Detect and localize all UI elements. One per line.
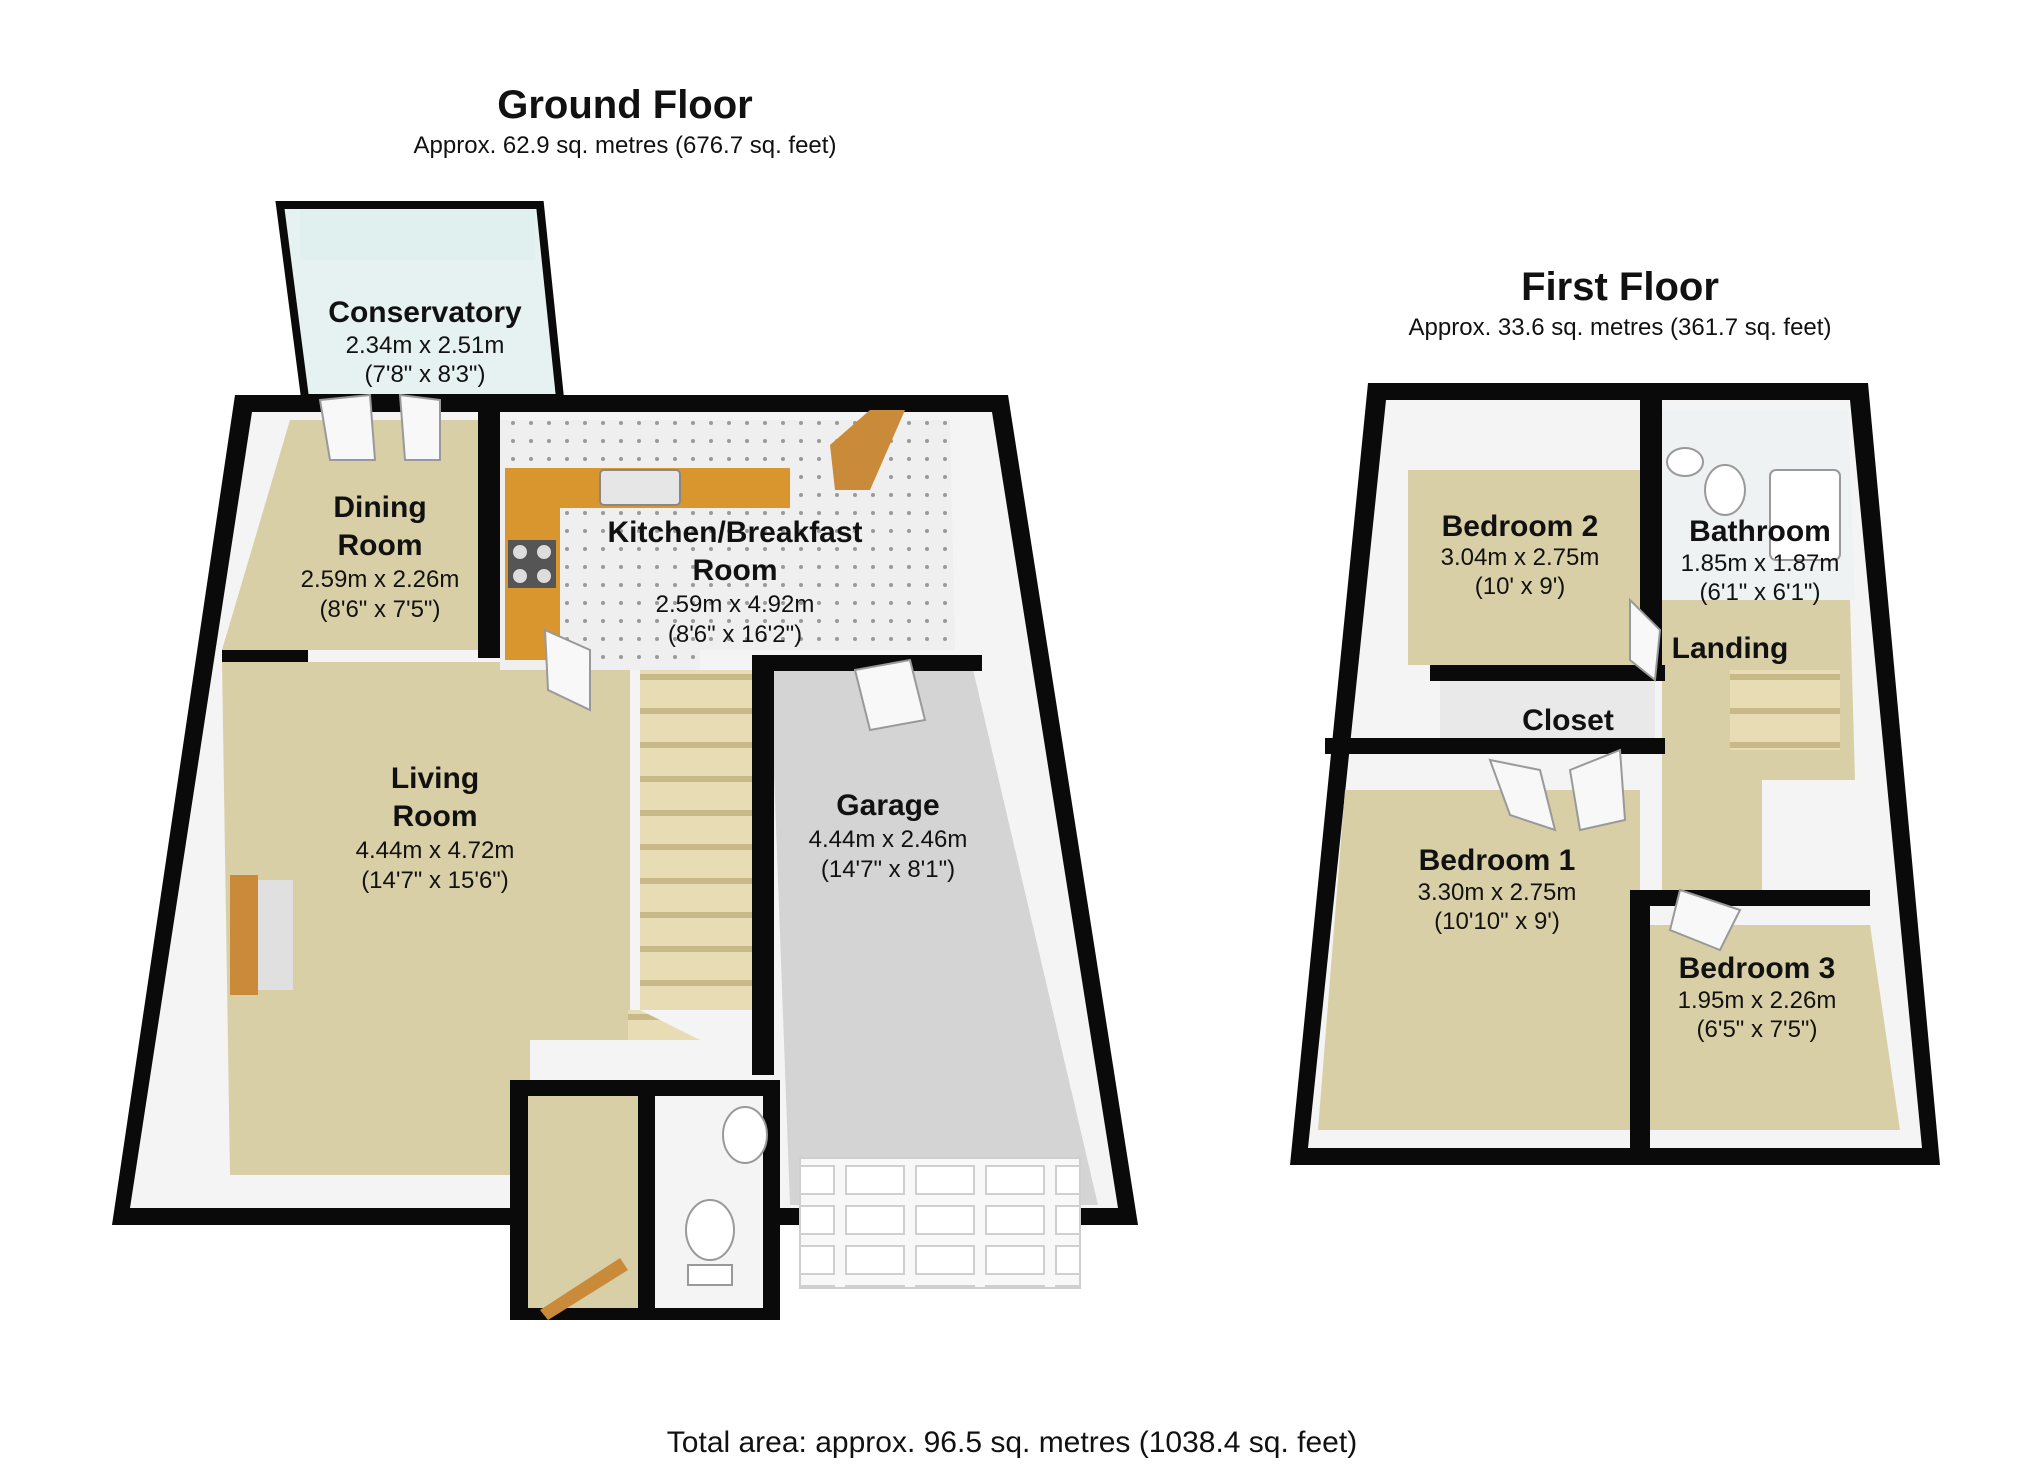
room-name: Room	[693, 554, 778, 587]
closet-room	[1440, 680, 1655, 740]
hob-icon	[508, 540, 556, 588]
fireplace	[230, 875, 258, 995]
garage-door	[799, 1157, 1081, 1289]
room-imperial: (8'6" x 7'5")	[320, 596, 441, 623]
bedroom-1-room	[1318, 790, 1640, 1130]
room-name: Conservatory	[328, 296, 522, 329]
room-name: Bathroom	[1689, 515, 1831, 548]
room-imperial: (10' x 9')	[1475, 573, 1566, 600]
room-imperial: (14'7" x 15'6")	[361, 867, 509, 894]
conservatory-french-door	[398, 393, 441, 461]
bedroom-2-room	[1408, 470, 1640, 665]
partition-wall	[1630, 890, 1870, 906]
room-name: Room	[338, 529, 423, 562]
label-garage: Garage 4.44m x 2.46m (14'7" x 8'1")	[809, 789, 968, 883]
room-imperial: (14'7" x 8'1")	[821, 856, 955, 883]
label-bedroom-2: Bedroom 2 3.04m x 2.75m (10' x 9')	[1441, 510, 1600, 600]
partition-wall	[1630, 890, 1650, 1150]
wc-hall	[510, 1080, 780, 1320]
label-conservatory: Conservatory 2.34m x 2.51m (7'8" x 8'3")	[328, 296, 522, 388]
room-imperial: (8'6" x 16'2")	[668, 621, 802, 648]
basin-icon	[1666, 447, 1704, 477]
label-closet: Closet	[1522, 704, 1614, 737]
room-name: Dining	[333, 491, 426, 524]
room-name: Bedroom 3	[1679, 952, 1836, 985]
bedroom-3-door	[1668, 888, 1742, 952]
sink-icon	[599, 469, 681, 506]
total-area: Total area: approx. 96.5 sq. metres (103…	[667, 1426, 1357, 1459]
room-metric: 2.59m x 4.92m	[656, 591, 815, 618]
stair-balustrade	[1730, 670, 1840, 750]
kitchen-worktop	[505, 468, 790, 660]
bedroom-1-door	[1488, 758, 1557, 832]
room-metric: 3.30m x 2.75m	[1418, 879, 1577, 906]
room-name: Room	[393, 800, 478, 833]
label-bedroom-1: Bedroom 1 3.30m x 2.75m (10'10" x 9')	[1418, 844, 1577, 935]
partition-wall	[1640, 395, 1662, 665]
partition-wall	[1430, 665, 1665, 681]
label-dining-room: Dining Room 2.59m x 2.26m (8'6" x 7'5")	[301, 491, 460, 623]
dining-room	[222, 420, 478, 650]
ground-floor-area: Approx. 62.9 sq. metres (676.7 sq. feet)	[414, 132, 837, 159]
kitchen-hall-door	[543, 628, 591, 712]
ground-floor: Conservatory 2.34m x 2.51m (7'8" x 8'3")…	[112, 83, 1138, 1320]
bedroom-3-room	[1650, 925, 1900, 1130]
living-room	[222, 662, 630, 1175]
first-floor-title: First Floor	[1521, 265, 1719, 309]
partition-wall	[478, 408, 500, 658]
garage-internal-door	[853, 658, 927, 732]
first-floor-area: Approx. 33.6 sq. metres (361.7 sq. feet)	[1409, 314, 1832, 341]
first-floor: Bedroom 2 3.04m x 2.75m (10' x 9') Bathr…	[1290, 265, 1940, 1165]
room-name: Bedroom 1	[1419, 844, 1576, 877]
room-metric: 1.95m x 2.26m	[1678, 987, 1837, 1014]
label-landing: Landing	[1672, 632, 1789, 665]
label-kitchen: Kitchen/Breakfast Room 2.59m x 4.92m (8'…	[607, 516, 862, 648]
label-living-room: Living Room 4.44m x 4.72m (14'7" x 15'6"…	[356, 762, 515, 894]
room-name: Living	[391, 762, 479, 795]
partition-wall	[752, 655, 982, 671]
partition-wall	[1325, 738, 1665, 754]
room-metric: 2.34m x 2.51m	[346, 332, 505, 359]
room-metric: 4.44m x 4.72m	[356, 837, 515, 864]
wc-basin-icon	[722, 1106, 768, 1164]
label-bathroom: Bathroom 1.85m x 1.87m (6'1" x 6'1")	[1681, 515, 1840, 606]
room-metric: 1.85m x 1.87m	[1681, 550, 1840, 577]
kitchen-door	[830, 410, 905, 490]
room-imperial: (6'1" x 6'1")	[1700, 579, 1821, 606]
room-name: Garage	[836, 789, 939, 822]
bath-icon	[1769, 469, 1841, 561]
room-metric: 2.59m x 2.26m	[301, 566, 460, 593]
room-metric: 3.04m x 2.75m	[1441, 544, 1600, 571]
closet-door	[1568, 748, 1627, 832]
partition-wall	[752, 655, 774, 1075]
ground-floor-title: Ground Floor	[497, 83, 753, 127]
front-door	[540, 1258, 628, 1320]
toilet-icon	[685, 1199, 735, 1261]
room-imperial: (10'10" x 9')	[1434, 908, 1560, 935]
conservatory-french-door	[318, 393, 377, 461]
label-bedroom-3: Bedroom 3 1.95m x 2.26m (6'5" x 7'5")	[1678, 952, 1837, 1043]
room-metric: 4.44m x 2.46m	[809, 826, 968, 853]
room-name: Bedroom 2	[1442, 510, 1599, 543]
room-name: Kitchen/Breakfast	[607, 516, 862, 549]
room-imperial: (6'5" x 7'5")	[1697, 1016, 1818, 1043]
landing-door	[1629, 597, 1662, 682]
toilet-icon	[1704, 464, 1746, 516]
partition-wall	[222, 650, 308, 662]
garage-room	[770, 665, 1098, 1205]
room-imperial: (7'8" x 8'3")	[365, 361, 486, 388]
